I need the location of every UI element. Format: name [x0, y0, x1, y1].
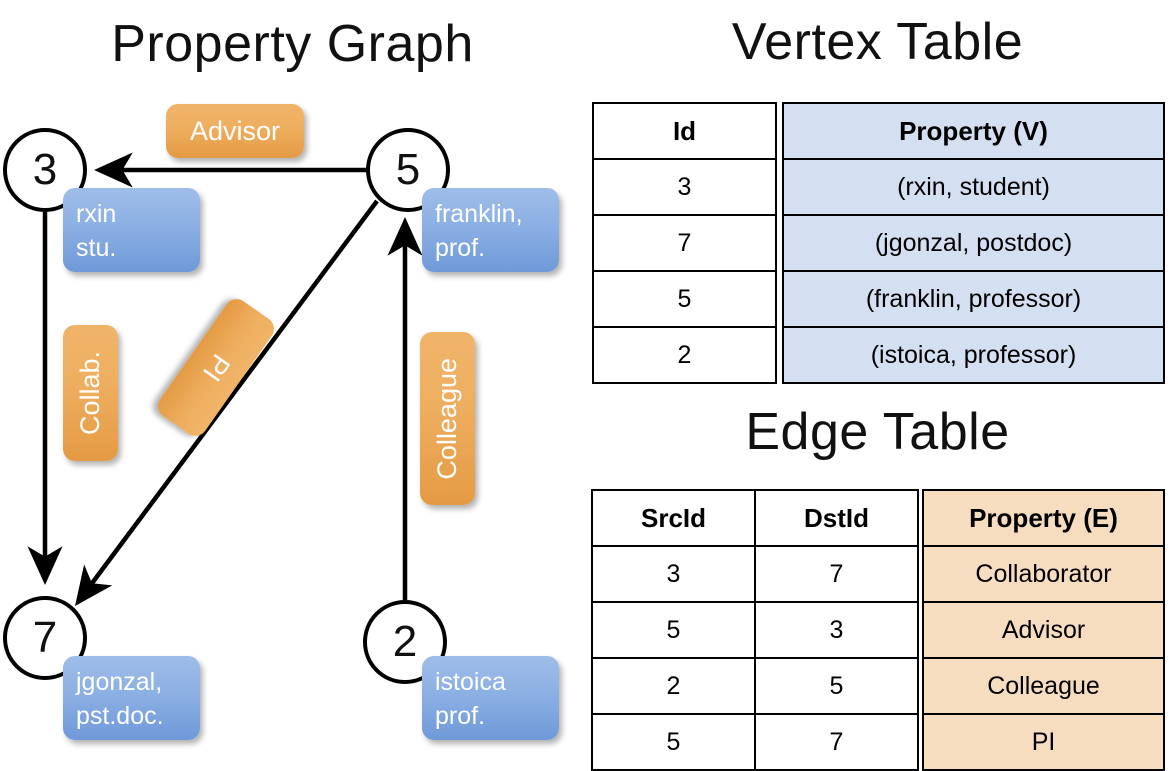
vertex-property-franklin-line1: franklin,	[435, 200, 523, 228]
graph-edges-svg	[27, 152, 423, 606]
edge-label-collab: Collab.	[75, 350, 105, 436]
table-row[interactable]: PI	[922, 713, 1165, 771]
edge-line-pi	[75, 199, 379, 606]
vertex-property-box-jgonzal[interactable]: jgonzal, pst.doc.	[63, 656, 200, 740]
edge-header-dstid: DstId	[754, 489, 919, 547]
edge-label-pi: PI	[196, 348, 237, 387]
table-header-row: Property (V)	[782, 102, 1165, 160]
table-header-row: Id	[592, 102, 777, 160]
vertex-property-rxin-line2: stu.	[76, 233, 117, 262]
edge-label-box-advisor[interactable]: Advisor	[166, 104, 304, 158]
property-graph-diagram: 3 5 7 2 rxin stu. franklin, prof. jgonza…	[0, 0, 585, 760]
vertex-property-jgonzal-line2: pst.doc.	[76, 701, 164, 730]
table-row[interactable]: 5	[592, 270, 777, 328]
table-row[interactable]: 2	[592, 326, 777, 384]
edge-cell-property: Colleague	[922, 657, 1165, 715]
edge-cell-srcid: 5	[591, 713, 756, 771]
edge-label-box-colleague[interactable]: Colleague	[420, 332, 475, 505]
edge-cell-property: Advisor	[922, 601, 1165, 659]
table-row[interactable]: 5 7	[591, 713, 919, 771]
vertex-property-box-franklin[interactable]: franklin, prof.	[422, 188, 559, 272]
table-row[interactable]: 5 3	[591, 601, 919, 659]
graph-node-2[interactable]: 2	[363, 600, 447, 684]
vertex-cell-id: 3	[592, 158, 777, 216]
edge-label-advisor: Advisor	[189, 115, 281, 146]
table-row[interactable]: 7	[592, 214, 777, 272]
table-header-row: Property (E)	[922, 489, 1165, 547]
table-row[interactable]: Advisor	[922, 601, 1165, 659]
edge-cell-dstid: 3	[754, 601, 919, 659]
edge-cell-srcid: 2	[591, 657, 756, 715]
graph-node-7-label: 7	[32, 613, 58, 662]
table-row[interactable]: (franklin, professor)	[782, 270, 1165, 328]
page-title-vertex-table: Vertex Table	[731, 13, 1024, 71]
vertex-header-property: Property (V)	[782, 102, 1165, 160]
vertex-property-franklin-line2: prof.	[435, 233, 486, 262]
vertex-property-jgonzal-line1: jgonzal,	[76, 668, 163, 696]
vertex-header-id: Id	[592, 102, 777, 160]
table-header-row: SrcId DstId	[591, 489, 919, 547]
vertex-cell-id: 7	[592, 214, 777, 272]
edge-cell-dstid: 7	[754, 545, 919, 603]
table-row[interactable]: 2 5	[591, 657, 919, 715]
edge-cell-dstid: 5	[754, 657, 919, 715]
table-row[interactable]: 3 7	[591, 545, 919, 603]
vertex-cell-property: (rxin, student)	[782, 158, 1165, 216]
page-title-edge-table: Edge Table	[745, 403, 1010, 461]
vertex-property-rxin-line1: rxin	[76, 200, 117, 228]
edge-label-colleague: Colleague	[432, 357, 462, 480]
edge-cell-srcid: 3	[591, 545, 756, 603]
table-row[interactable]: (jgonzal, postdoc)	[782, 214, 1165, 272]
edge-table-property-column: Property (E) Collaborator Advisor Collea…	[922, 489, 1165, 771]
table-row[interactable]: Colleague	[922, 657, 1165, 715]
edge-header-srcid: SrcId	[591, 489, 756, 547]
vertex-table-property-column: Property (V) (rxin, student) (jgonzal, p…	[782, 102, 1165, 384]
vertex-property-istoica-line2: prof.	[435, 701, 486, 730]
graph-node-5-label: 5	[395, 145, 421, 194]
edge-label-box-collab[interactable]: Collab.	[63, 325, 118, 461]
table-row[interactable]: (rxin, student)	[782, 158, 1165, 216]
vertex-property-box-rxin[interactable]: rxin stu.	[63, 188, 200, 272]
vertex-property-box-istoica[interactable]: istoica prof.	[422, 656, 559, 740]
vertex-cell-property: (franklin, professor)	[782, 270, 1165, 328]
vertex-property-istoica-line1: istoica	[435, 668, 506, 696]
edge-cell-property: PI	[922, 713, 1165, 771]
edge-cell-property: Collaborator	[922, 545, 1165, 603]
table-row[interactable]: (istoica, professor)	[782, 326, 1165, 384]
table-row[interactable]: 3	[592, 158, 777, 216]
vertex-cell-id: 2	[592, 326, 777, 384]
graph-node-3-label: 3	[32, 145, 58, 194]
graph-node-5[interactable]: 5	[366, 128, 450, 212]
vertex-cell-id: 5	[592, 270, 777, 328]
vertex-table-id-column: Id 3 7 5 2	[592, 102, 777, 384]
edge-header-property: Property (E)	[922, 489, 1165, 547]
vertex-cell-property: (jgonzal, postdoc)	[782, 214, 1165, 272]
edge-table-id-columns: SrcId DstId 3 7 5 3 2 5 5 7	[591, 489, 919, 771]
graph-node-2-label: 2	[392, 617, 418, 666]
table-row[interactable]: Collaborator	[922, 545, 1165, 603]
page-title-property-graph: Property Graph	[111, 15, 474, 73]
vertex-cell-property: (istoica, professor)	[782, 326, 1165, 384]
edge-cell-dstid: 7	[754, 713, 919, 771]
edge-cell-srcid: 5	[591, 601, 756, 659]
